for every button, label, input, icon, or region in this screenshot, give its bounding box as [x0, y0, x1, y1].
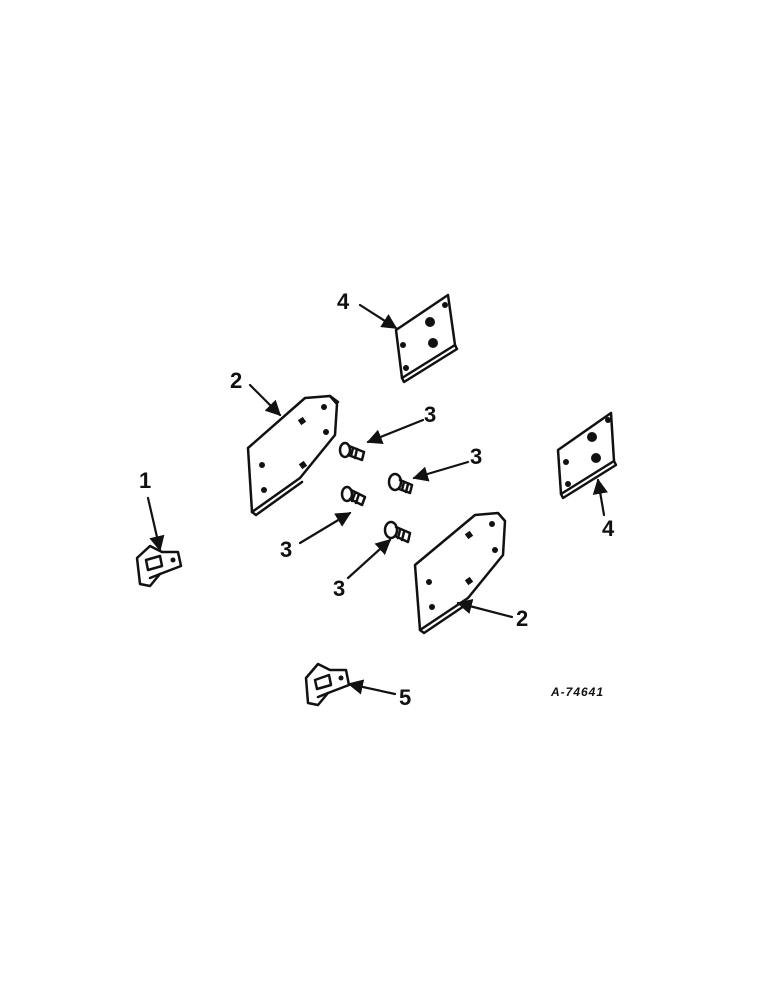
part-3-bolt-d	[383, 520, 412, 544]
callout-part-2-upper: 2	[230, 368, 243, 393]
part-2-plate-lower	[413, 511, 507, 635]
part-3-bolt-a	[338, 441, 366, 462]
callout-part-5: 5	[399, 685, 412, 710]
callout-part-1: 1	[139, 468, 152, 493]
part-4-plate-upper	[394, 293, 459, 384]
part-3-bolt-c	[340, 485, 367, 507]
part-3-bolt-b	[387, 472, 414, 495]
callout-part-3-c: 3	[280, 537, 293, 562]
callout-part-4-right: 4	[602, 516, 615, 541]
callout-part-4-upper: 4	[337, 289, 350, 314]
callout-part-3-a: 3	[424, 402, 437, 427]
part-4-plate-right	[556, 411, 618, 500]
callout-part-3-b: 3	[470, 444, 483, 469]
part-2-plate-upper	[246, 394, 340, 517]
callout-part-3-d: 3	[333, 576, 346, 601]
part-1-bracket	[135, 544, 183, 588]
part-5-bracket	[304, 662, 351, 707]
drawing-number: A-74641	[551, 685, 605, 699]
leader-lines	[146, 303, 608, 696]
callout-part-2-lower: 2	[516, 606, 529, 631]
